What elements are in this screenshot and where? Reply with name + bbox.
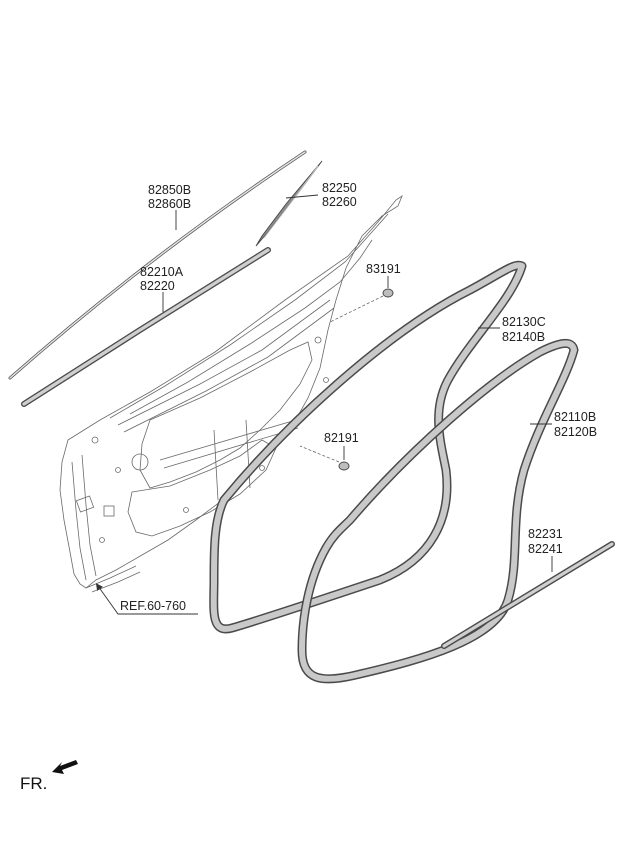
regulator-rail-vert xyxy=(213,429,219,501)
upper-moulding xyxy=(8,150,307,380)
plug-upper-dash xyxy=(329,295,384,323)
panel-hole-5 xyxy=(259,465,265,471)
callout-beltline-1: 82210A xyxy=(140,265,184,279)
door-beltline xyxy=(117,299,331,426)
plug-lower-part xyxy=(299,445,350,471)
door-weatherstrip xyxy=(297,339,579,684)
door-rear-edge-2 xyxy=(81,454,97,577)
callout-delta-cover-2: 82260 xyxy=(322,195,357,209)
window-frame xyxy=(109,213,389,419)
plug-lower-shape xyxy=(338,461,350,471)
upper-moulding-strip-inner xyxy=(9,151,306,379)
panel-lock-cutout xyxy=(103,505,115,517)
plug-upper-part xyxy=(329,288,394,323)
delta-cover-highlight xyxy=(263,165,319,239)
beltline-weatherstrip xyxy=(21,247,271,407)
door-weatherstrip-fill xyxy=(299,340,577,682)
callout-plug-upper-1: 83191 xyxy=(366,262,401,276)
door-panel xyxy=(59,194,403,593)
regulator-rail xyxy=(159,419,297,461)
panel-speaker-hole xyxy=(131,453,149,471)
front-arrow-icon xyxy=(52,760,78,774)
panel-hole-4 xyxy=(183,507,189,513)
body-weatherstrip-outer xyxy=(209,260,527,634)
leader-lines xyxy=(95,194,553,615)
callout-delta-cover-1: 82250 xyxy=(322,181,357,195)
door-bottom-hem xyxy=(85,565,137,589)
door-beltline-2 xyxy=(123,307,335,433)
reference-label: REF.60-760 xyxy=(120,599,186,613)
door-outline xyxy=(59,194,403,589)
plug-lower-dash xyxy=(299,445,340,463)
callout-body-weatherstrip-2: 82140B xyxy=(502,330,545,344)
panel-hole-3 xyxy=(99,537,105,543)
callout-door-weatherstrip-1: 82110B xyxy=(554,410,596,424)
delta-cover xyxy=(255,160,323,247)
callout-labels: 82850B 82860B 82250 82260 82210A 82220 8… xyxy=(120,181,597,613)
callout-sill-2: 82241 xyxy=(528,542,563,556)
sill-strip-inner xyxy=(442,542,614,648)
front-direction-label: FR. xyxy=(20,774,47,793)
sill-weatherstrip xyxy=(441,541,615,649)
door-inner-opening-upper xyxy=(139,341,313,489)
callout-sill-1: 82231 xyxy=(528,527,563,541)
callout-body-weatherstrip-1: 82130C xyxy=(502,315,546,329)
door-inner-opening-lower xyxy=(127,439,277,537)
leader-delta-cover xyxy=(285,194,319,199)
regulator-rail-2 xyxy=(163,427,299,469)
window-frame-inner xyxy=(129,239,373,415)
panel-hole-1 xyxy=(91,436,99,444)
front-direction-indicator: FR. xyxy=(20,760,78,793)
callout-plug-lower-1: 82191 xyxy=(324,431,359,445)
plug-upper-shape xyxy=(382,288,394,298)
panel-handle-cutout xyxy=(75,495,95,513)
panel-hole-2 xyxy=(115,467,121,473)
body-weatherstrip-fill xyxy=(210,262,525,632)
callout-door-weatherstrip-2: 82120B xyxy=(554,425,597,439)
body-weatherstrip xyxy=(209,260,527,634)
callout-moulding-upper-2: 82860B xyxy=(148,197,191,211)
callout-moulding-upper-1: 82850B xyxy=(148,183,191,197)
leader-reference xyxy=(95,583,198,615)
panel-hole-7 xyxy=(323,377,329,383)
door-rear-edge xyxy=(71,461,87,581)
callout-beltline-2: 82220 xyxy=(140,279,175,293)
panel-hole-6 xyxy=(314,336,322,344)
beltline-strip-inner xyxy=(22,248,270,406)
